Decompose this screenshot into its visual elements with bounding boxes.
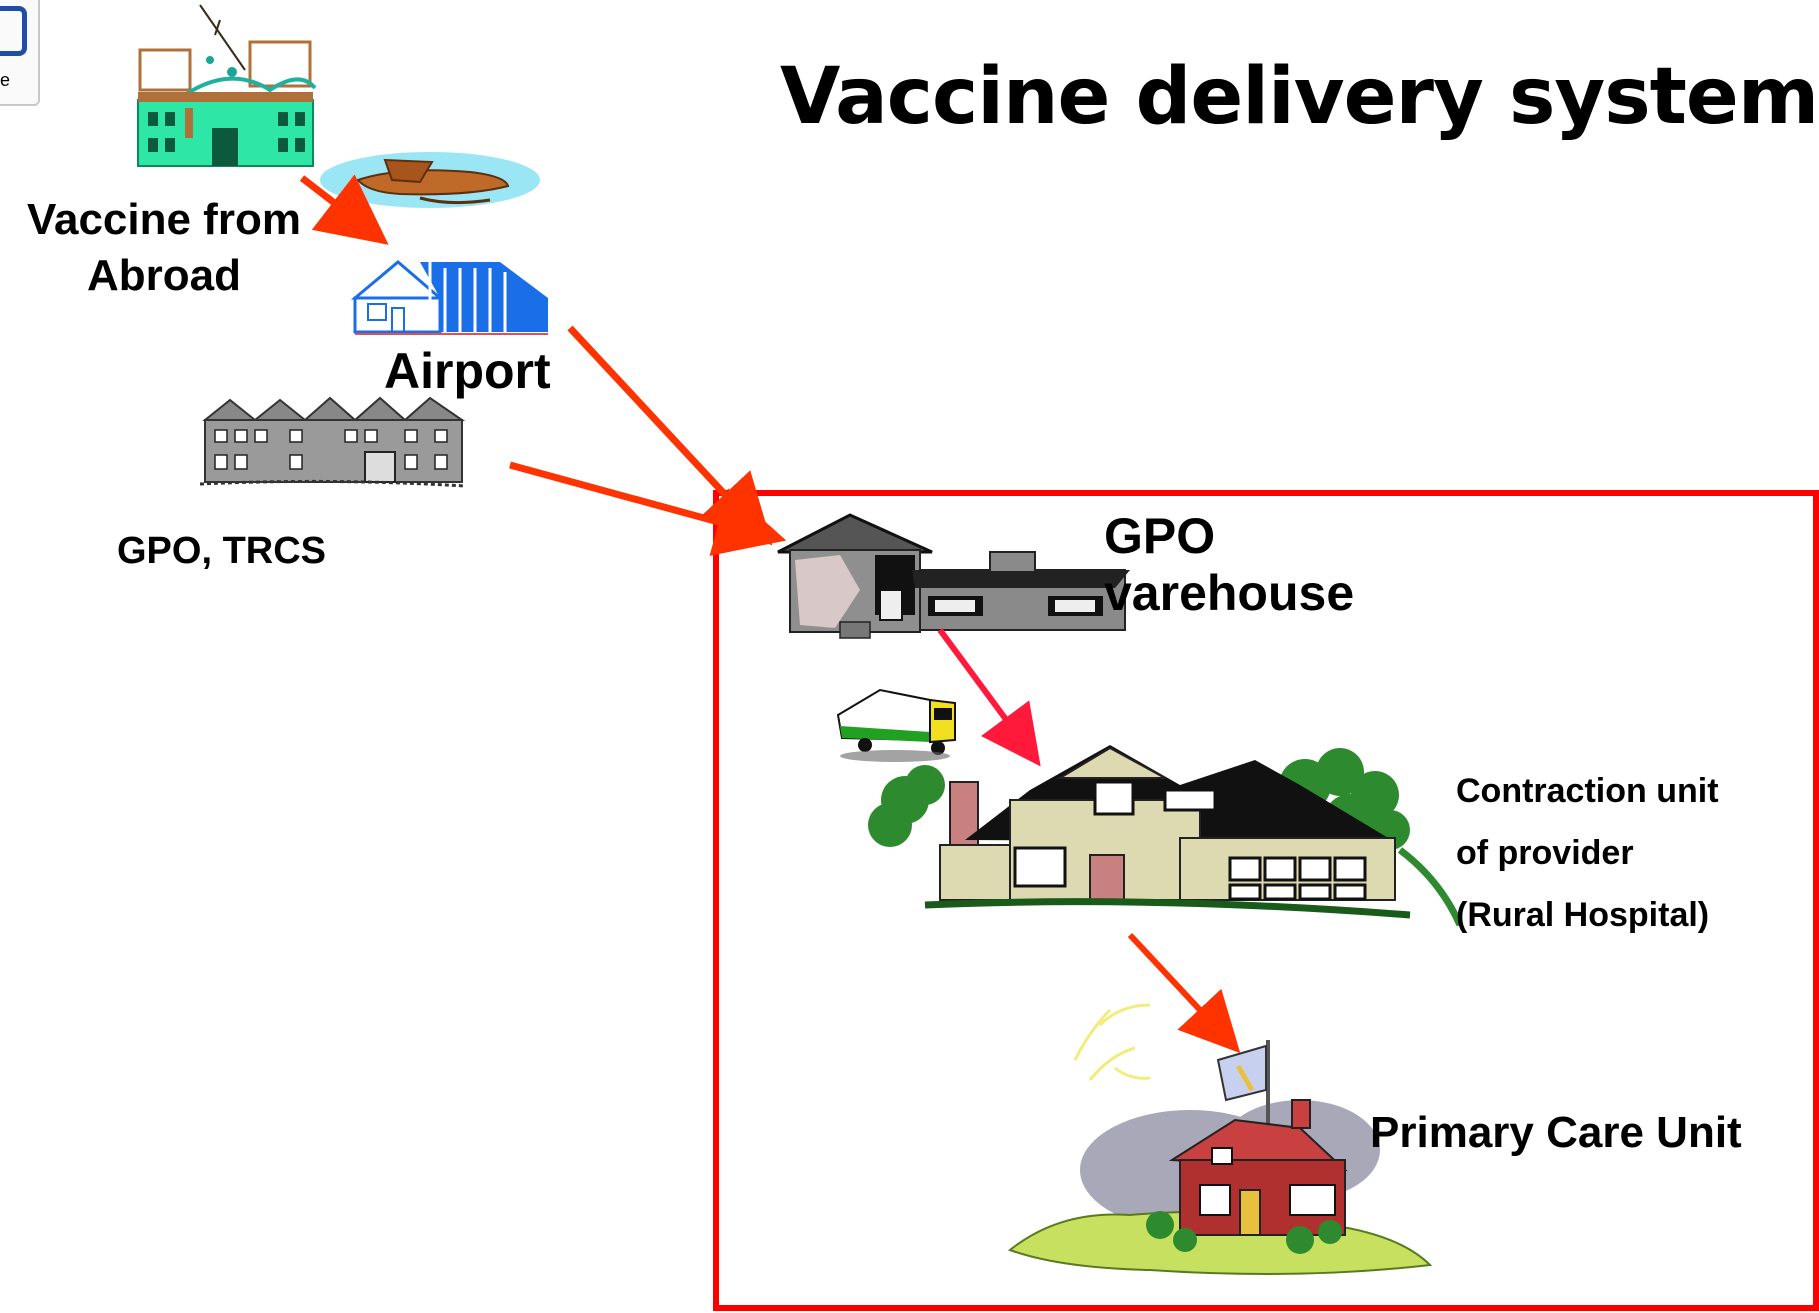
arrow-gpo-to-warehouse [509, 461, 787, 556]
corner-widget-text: e [0, 70, 11, 90]
in-country-frame [713, 490, 1819, 1311]
gpo-warehouse-label: GPO varehouse [1104, 508, 1354, 622]
vaccine-source-label: Vaccine from Abroad [14, 192, 314, 304]
airport-label: Airport [384, 343, 551, 399]
vaccine-source-label-line1: Vaccine from [27, 195, 301, 244]
page-title: Vaccine delivery system [780, 52, 1819, 142]
primary-care-label: Primary Care Unit [1370, 1108, 1742, 1157]
gpo-trcs-label: GPO, TRCS [117, 530, 327, 572]
city-buildings-icon [137, 4, 317, 167]
corner-logo-icon [0, 6, 27, 56]
arrow-warehouse-to-hospital [937, 628, 1041, 767]
arrow-hospital-to-clinic [1127, 932, 1241, 1054]
contraction-unit-label-line2: of provider [1456, 834, 1634, 872]
seaplane-icon [320, 152, 540, 208]
contraction-unit-label: Contraction unit of provider (Rural Hosp… [1456, 760, 1719, 946]
clinic-house-icon [1007, 1003, 1433, 1275]
arrow-airport-to-warehouse [567, 325, 773, 546]
contraction-unit-label-line3: (Rural Hospital) [1456, 896, 1710, 934]
gpo-warehouse-label-line1: GPO [1104, 508, 1216, 564]
corner-widget[interactable]: e [0, 0, 40, 106]
warehouse-building-icon [777, 513, 1130, 639]
vaccine-source-label-line2: Abroad [87, 251, 241, 300]
delivery-truck-icon [836, 688, 956, 762]
hospital-house-icon [868, 745, 1464, 927]
mansion-building-icon [199, 396, 466, 488]
gpo-warehouse-label-line2: varehouse [1104, 565, 1355, 621]
arrow-source-to-airport [299, 174, 389, 245]
contraction-unit-label-line1: Contraction unit [1456, 772, 1719, 810]
airport-hangar-icon [350, 260, 548, 335]
